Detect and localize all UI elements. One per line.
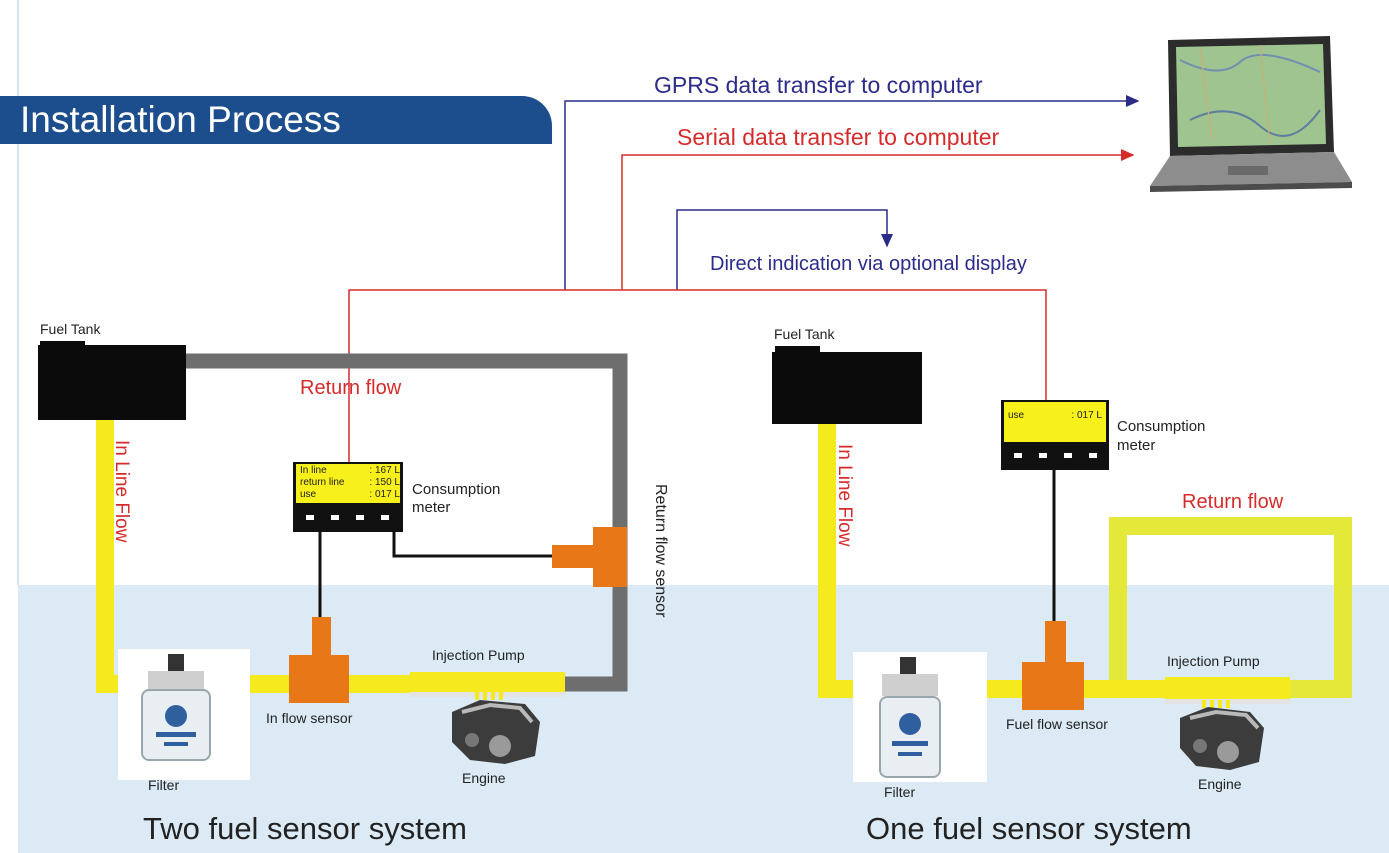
engine-label-left: Engine xyxy=(462,770,506,786)
meter-row: return line : 150 L xyxy=(300,477,400,489)
fuel-flow-sensor-label: Fuel flow sensor xyxy=(1006,716,1108,732)
in-flow-sensor-label: In flow sensor xyxy=(266,710,353,726)
in-flow-sensor-left xyxy=(289,617,349,703)
meter-row: use : 017 L xyxy=(300,489,400,501)
filter-label-left: Filter xyxy=(148,777,180,793)
meter-label-left-2: meter xyxy=(412,499,451,516)
fuel-tank-right xyxy=(772,352,922,424)
right-system xyxy=(772,346,1352,782)
engine-icon-right xyxy=(1180,700,1264,770)
meter-row-value: : 167 L xyxy=(369,465,400,476)
left-system xyxy=(38,341,628,780)
fuel-tank-label-right: Fuel Tank xyxy=(774,326,835,342)
laptop-icon xyxy=(1150,36,1352,192)
title-band: Installation Process xyxy=(0,96,552,144)
fuel-tank-left xyxy=(38,345,186,420)
injection-pump-label-right: Injection Pump xyxy=(1167,653,1260,669)
filter-icon-right xyxy=(853,652,987,782)
meter-row-value: : 017 L xyxy=(1071,410,1102,421)
meter-row-value: : 150 L xyxy=(369,477,400,488)
injection-pump-label-left: Injection Pump xyxy=(432,647,525,663)
meter-row-name: use xyxy=(300,489,317,500)
return-flow-label-left: Return flow xyxy=(300,377,402,399)
caption-right: One fuel sensor system xyxy=(866,811,1192,846)
meter-row-name: return line xyxy=(300,477,345,488)
gprs-label: GPRS data transfer to computer xyxy=(654,72,983,98)
fuel-flow-sensor-right xyxy=(1022,621,1084,710)
filter-icon-left xyxy=(118,649,250,780)
meter-label-right-1: Consumption xyxy=(1117,418,1206,435)
meter-row-name: use xyxy=(1008,410,1025,421)
meter-screen-right: use : 017 L xyxy=(1008,410,1102,422)
meter-label-left-1: Consumption xyxy=(412,481,501,498)
return-flow-sensor xyxy=(552,527,627,587)
return-flow-sensor-label: Return flow sensor xyxy=(652,484,669,618)
meter-row-name: In line xyxy=(300,465,327,476)
in-line-flow-label-left: In Line Flow xyxy=(111,440,132,543)
meter-row: use : 017 L xyxy=(1008,410,1102,422)
filter-label-right: Filter xyxy=(884,784,916,800)
page-title: Installation Process xyxy=(20,99,341,140)
meter-screen-left: In line : 167 L return line : 150 L use … xyxy=(300,465,400,501)
engine-icon-left xyxy=(452,692,540,764)
meter-row-value: : 017 L xyxy=(369,489,400,500)
fuel-tank-label-left: Fuel Tank xyxy=(40,321,101,337)
injection-pump-rail-right xyxy=(1165,677,1290,701)
engine-label-right: Engine xyxy=(1198,776,1242,792)
meter-label-right-2: meter xyxy=(1117,437,1156,454)
caption-left: Two fuel sensor system xyxy=(143,811,467,846)
in-line-flow-label-right: In Line Flow xyxy=(834,444,855,547)
serial-label: Serial data transfer to computer xyxy=(677,124,1000,150)
data-wiring xyxy=(348,95,1140,462)
meter-row: In line : 167 L xyxy=(300,465,400,477)
display-label: Direct indication via optional display xyxy=(710,253,1027,275)
return-flow-label-right: Return flow xyxy=(1182,491,1284,513)
